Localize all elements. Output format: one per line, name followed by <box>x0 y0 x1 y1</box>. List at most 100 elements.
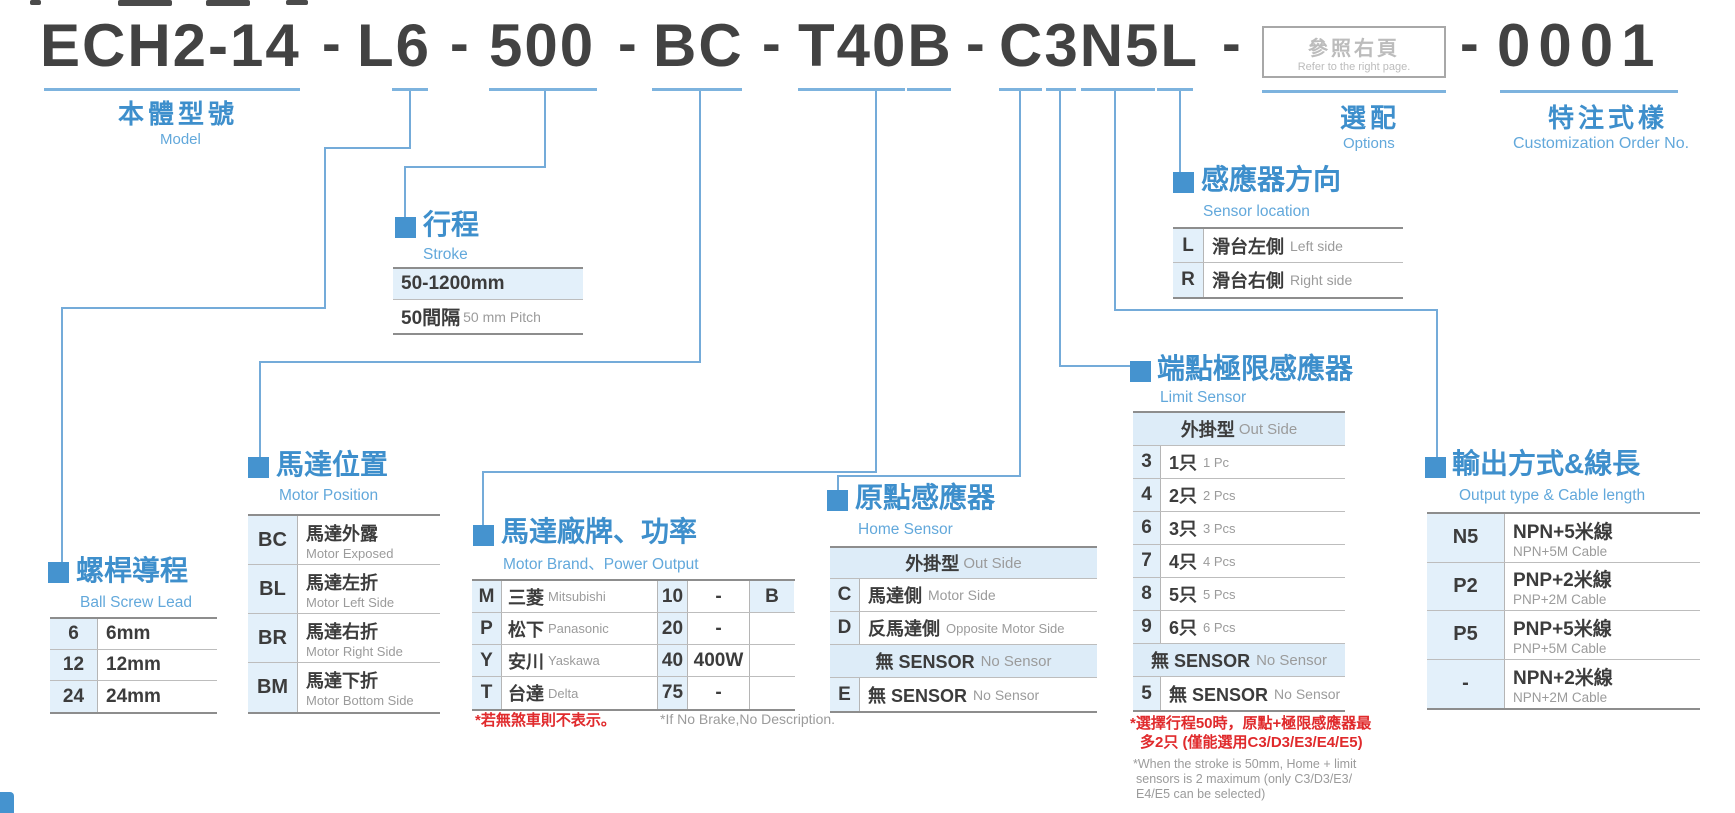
code-cell: P <box>472 613 502 644</box>
output-type-title: 輸出方式&線長 <box>1452 448 1641 479</box>
power-cell: - <box>688 677 750 709</box>
value-label-zh: 馬達下折 <box>306 671 378 691</box>
brake-cell <box>750 677 794 709</box>
value-label-en: No Sensor <box>973 686 1040 703</box>
brand-zh: 松下 <box>508 619 544 640</box>
power-cell: 400W <box>688 645 750 676</box>
table-row: P 松下 Panasonic 20 - <box>472 613 795 645</box>
table-subheader-row: 無 SENSOR No Sensor <box>1133 644 1345 677</box>
stroke-bullet-icon <box>395 217 416 238</box>
brand-en: Delta <box>548 685 579 701</box>
subheader-zh: 無 SENSOR <box>875 652 975 672</box>
value-label-zh: 馬達左折 <box>306 572 378 593</box>
value-label-zh: 反馬達側 <box>868 619 940 639</box>
ball-screw-lead-subtitle: Ball Screw Lead <box>80 594 193 611</box>
model-code-separator: - <box>322 11 341 74</box>
motor-brand-footnote-en: *If No Brake,No Description. <box>660 711 836 727</box>
stroke-pitch-en: 50 mm Pitch <box>463 308 541 325</box>
power-code-cell: 20 <box>658 613 688 644</box>
stroke-pitch-zh: 50間隔 <box>401 308 461 329</box>
output-type-bullet-icon <box>1425 457 1446 478</box>
value-label-en: Motor Side <box>928 587 996 603</box>
value-label-zh: 馬達右折 <box>306 621 378 642</box>
model-code-separator: - <box>618 11 637 74</box>
value-label: 24mm <box>106 685 161 707</box>
table-row: 8 5只 5 Pcs <box>1133 578 1345 611</box>
value-label: 12mm <box>106 654 161 675</box>
brand-en: Yaskawa <box>548 653 600 668</box>
connector-stroke <box>404 89 546 217</box>
brand-en: Mitsubishi <box>548 589 606 604</box>
code-cell: C <box>830 579 860 611</box>
brand-zh: 台達 <box>508 684 544 704</box>
cropped-artifact <box>30 0 41 5</box>
value-label-zh: 1只 <box>1169 453 1198 473</box>
limit-sensor-title: 端點極限感應器 <box>1157 353 1354 384</box>
stroke-range: 50-1200mm <box>401 273 505 294</box>
underline-limit-sensor <box>1046 88 1076 91</box>
value-label-zh: 滑台右側 <box>1212 271 1284 291</box>
model-code-separator: - <box>762 11 781 74</box>
table-row: 4 2只 2 Pcs <box>1133 479 1345 512</box>
model-code-body: ECH2-14 <box>40 12 301 79</box>
code-cell: BM <box>248 663 298 712</box>
customization-label-en: Customization Order No. <box>1513 135 1690 152</box>
value-label-en: 4 Pcs <box>1203 553 1236 569</box>
value-label-en: NPN+5M Cable <box>1513 543 1608 559</box>
ball-screw-lead-title: 螺桿導程 <box>76 555 189 586</box>
code-cell: 6 <box>50 619 98 649</box>
subheader-zh: 無 SENSOR <box>1151 651 1251 671</box>
code-cell: BC <box>248 516 298 564</box>
code-cell: R <box>1173 263 1204 297</box>
model-code-separator: - <box>1460 11 1479 74</box>
sensor-location-subtitle: Sensor location <box>1203 203 1310 220</box>
header-zh: 外掛型 <box>905 554 960 574</box>
code-cell: 12 <box>50 650 98 680</box>
home-sensor-title: 原點感應器 <box>855 482 996 513</box>
value-label-zh: 4只 <box>1169 552 1198 572</box>
motor-position-subtitle: Motor Position <box>279 487 379 504</box>
code-cell: 8 <box>1133 578 1161 610</box>
home-sensor-bullet-icon <box>827 490 848 511</box>
table-row: 3 1只 1 Pc <box>1133 446 1345 479</box>
table-row: BM 馬達下折 Motor Bottom Side <box>248 663 440 712</box>
motor-brand-subtitle: Motor Brand、Power Output <box>503 556 699 573</box>
value-label-zh: 無 SENSOR <box>1169 684 1269 705</box>
power-cell: - <box>688 581 750 612</box>
table-row: 50間隔 50 mm Pitch <box>393 300 583 333</box>
options-reference-box: 參照右頁 Refer to the right page. <box>1262 26 1446 78</box>
limit-sensor-subtitle: Limit Sensor <box>1160 389 1247 406</box>
code-cell: L <box>1173 229 1204 262</box>
limit-sensor-footnote-en-1: *When the stroke is 50mm, Home + limit <box>1133 757 1357 771</box>
value-label-zh: 2只 <box>1169 486 1198 506</box>
value-label-en: Right side <box>1290 272 1353 288</box>
value-label-en: PNP+5M Cable <box>1513 640 1607 656</box>
brake-cell: B <box>750 581 794 612</box>
header-en: Out Side <box>963 554 1022 572</box>
code-cell: BL <box>248 565 298 613</box>
table-row: 6 6mm <box>50 619 217 650</box>
underline-options <box>1262 90 1446 93</box>
model-label-en: Model <box>160 131 201 148</box>
brand-zh: 三菱 <box>508 587 544 608</box>
value-label-en: 6 Pcs <box>1203 619 1236 635</box>
value-label: 6mm <box>106 623 151 644</box>
header-zh: 外掛型 <box>1180 420 1235 440</box>
table-header-row: 外掛型 Out Side <box>830 548 1097 579</box>
connector-motor-position <box>259 89 701 457</box>
cropped-artifact <box>118 0 172 6</box>
value-label-zh: NPN+5米線 <box>1513 521 1613 543</box>
code-cell: E <box>830 678 860 711</box>
underline-motor-brand <box>798 88 905 91</box>
limit-sensor-footnote-en-2: sensors is 2 maximum (only C3/D3/E3/ <box>1136 772 1353 786</box>
table-row: 50-1200mm <box>393 269 583 300</box>
value-label-en: No Sensor <box>1274 685 1341 702</box>
value-label-zh: NPN+2米線 <box>1513 667 1613 689</box>
model-code-stroke: 500 <box>489 12 596 79</box>
ball-screw-lead-table: 6 6mm 12 12mm 24 24mm <box>50 617 217 714</box>
code-cell: 7 <box>1133 545 1161 577</box>
sensor-location-title: 感應器方向 <box>1201 164 1342 195</box>
value-label-zh: 5只 <box>1169 585 1198 605</box>
